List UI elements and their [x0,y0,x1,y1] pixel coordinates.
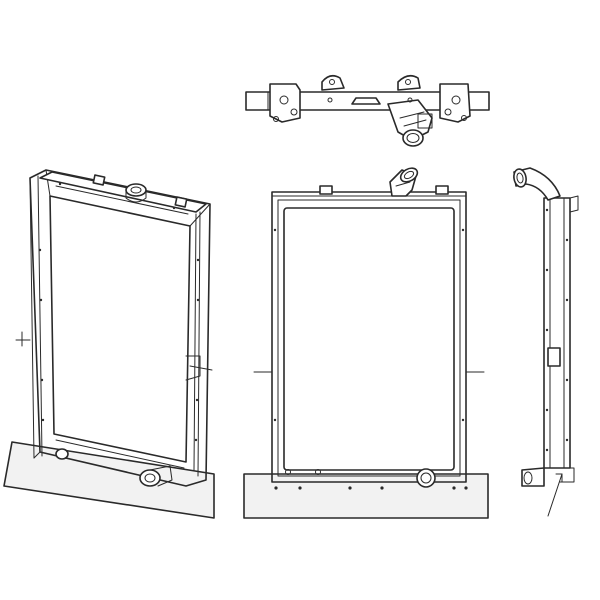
front-view-frame-outer [271,191,467,483]
perspective-view-bottom-outlet [139,469,161,487]
top-view-right-bracket [439,83,471,123]
top-view-left-bracket [269,83,301,123]
perspective-view-stand [3,441,215,519]
top-view-outlet-elbow [387,99,433,141]
side-view-label-plate [547,347,561,367]
top-view-mount-tab-right [397,74,421,91]
top-view-outlet-opening [402,129,424,147]
perspective-view-drain [55,448,69,460]
perspective-view-core [49,195,191,463]
top-view-mount-tab-left [321,74,345,91]
front-view-core [283,207,455,471]
side-view [513,167,579,517]
front-view-bottom-outlet [416,468,436,488]
perspective-view-frame-outer [29,169,211,487]
side-view-body [543,197,571,469]
front-view-stand [243,473,489,519]
side-view-bottom-outlet [521,467,545,487]
front-view [243,167,489,519]
perspective-view-filler-neck [125,183,147,197]
perspective-view-top-tank [39,171,207,213]
perspective-view [3,169,215,519]
top-view-crossbar [245,91,490,111]
top-view [245,74,490,147]
